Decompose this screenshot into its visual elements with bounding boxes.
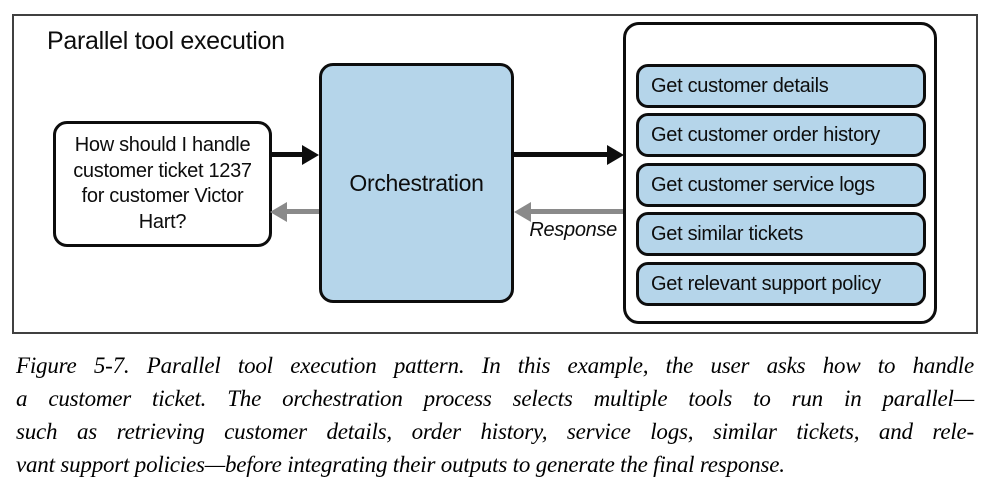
user-query-line: customer ticket 1237 <box>73 159 252 182</box>
user-query-line: Hart? <box>138 210 187 233</box>
caption-line: Figure 5-7. Parallel tool execution patt… <box>16 353 974 378</box>
user-query-line: How should I handle <box>74 134 251 156</box>
tool-label: Get customer order history <box>651 123 880 146</box>
tool-node-get-customer-order-history: Get customer order history <box>636 113 926 157</box>
arrow-tools-to-orchestration-line <box>531 209 623 214</box>
tool-node-get-customer-service-logs: Get customer service logs <box>636 163 926 207</box>
tool-node-get-similar-tickets: Get similar tickets <box>636 212 926 256</box>
caption-line: such as retrieving customer details, ord… <box>16 419 974 444</box>
arrow-user-to-orchestration-head <box>302 145 319 165</box>
orchestration-label: Orchestration <box>349 169 484 196</box>
tool-label: Get similar tickets <box>651 222 804 245</box>
arrow-orchestration-to-tools-head <box>607 145 624 165</box>
arrow-tools-to-orchestration-head <box>514 202 531 222</box>
tool-node-get-customer-details: Get customer details <box>636 64 926 108</box>
tools-container: Get customer details Get customer order … <box>623 22 937 324</box>
user-query-node: How should I handle customer ticket 1237… <box>53 121 272 247</box>
orchestration-node: Orchestration <box>319 63 514 303</box>
arrow-orchestration-to-user-head <box>270 202 287 222</box>
tool-label: Get customer service logs <box>651 173 875 196</box>
user-query-line: for customer Victor <box>81 185 244 207</box>
caption-line: vant support policies—before integrating… <box>16 452 785 477</box>
response-label: Response <box>529 219 617 241</box>
arrow-user-to-orchestration-line <box>270 152 303 157</box>
caption-line: a customer ticket. The orchestration pro… <box>16 386 974 411</box>
tool-label: Get customer details <box>651 74 829 97</box>
arrow-orchestration-to-user-line <box>287 209 319 214</box>
tool-label: Get relevant support policy <box>651 272 881 295</box>
diagram-title: Parallel tool execution <box>47 27 285 55</box>
figure-caption: Figure 5-7. Parallel tool execution patt… <box>16 349 974 481</box>
tool-node-get-relevant-support-policy: Get relevant support policy <box>636 262 926 306</box>
arrow-orchestration-to-tools-line <box>514 152 608 157</box>
